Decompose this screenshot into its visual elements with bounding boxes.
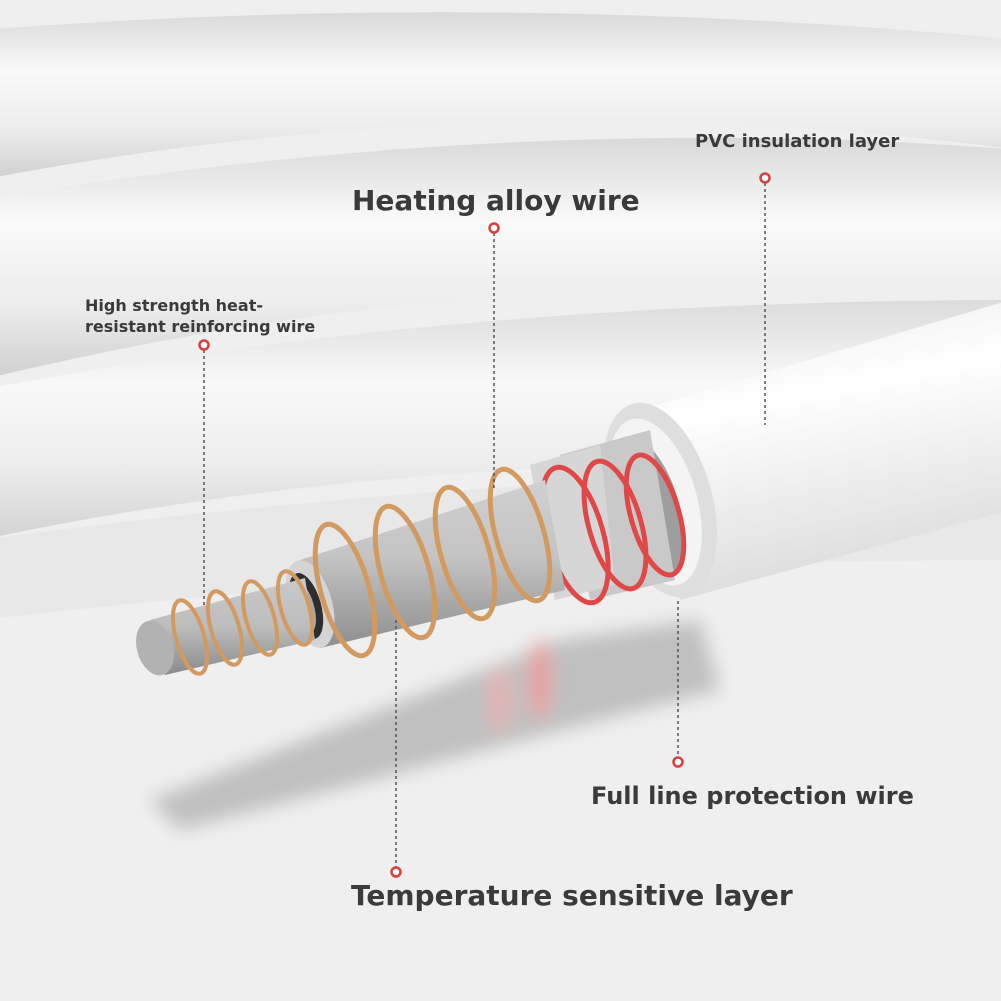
reinforcing-wire-label: High strength heat- resistant reinforcin… — [85, 295, 315, 337]
red-protection-rings — [539, 452, 687, 606]
marker-full-line — [672, 756, 684, 768]
marker-pvc — [759, 172, 771, 184]
central-rod — [136, 578, 315, 676]
marker-dots — [198, 172, 771, 878]
heating-alloy-wire-label: Heating alloy wire — [352, 184, 640, 217]
marker-reinforcing — [198, 339, 210, 351]
heating-alloy-spiral — [312, 466, 553, 659]
temperature-sensitive-label: Temperature sensitive layer — [351, 879, 793, 912]
marker-heating — [488, 222, 500, 234]
reinforcing-wire-label-line2: resistant reinforcing wire — [85, 317, 316, 336]
background-pipes — [0, 12, 1001, 618]
reflection — [150, 620, 720, 830]
reinforcing-wire-label-line1: High strength heat- — [85, 296, 263, 315]
marker-temperature — [390, 866, 402, 878]
leader-lines — [203, 183, 766, 869]
full-line-protection-label: Full line protection wire — [591, 782, 914, 810]
reinforcing-wire-spiral — [170, 569, 315, 676]
pvc-insulation-label: PVC insulation layer — [695, 131, 900, 152]
